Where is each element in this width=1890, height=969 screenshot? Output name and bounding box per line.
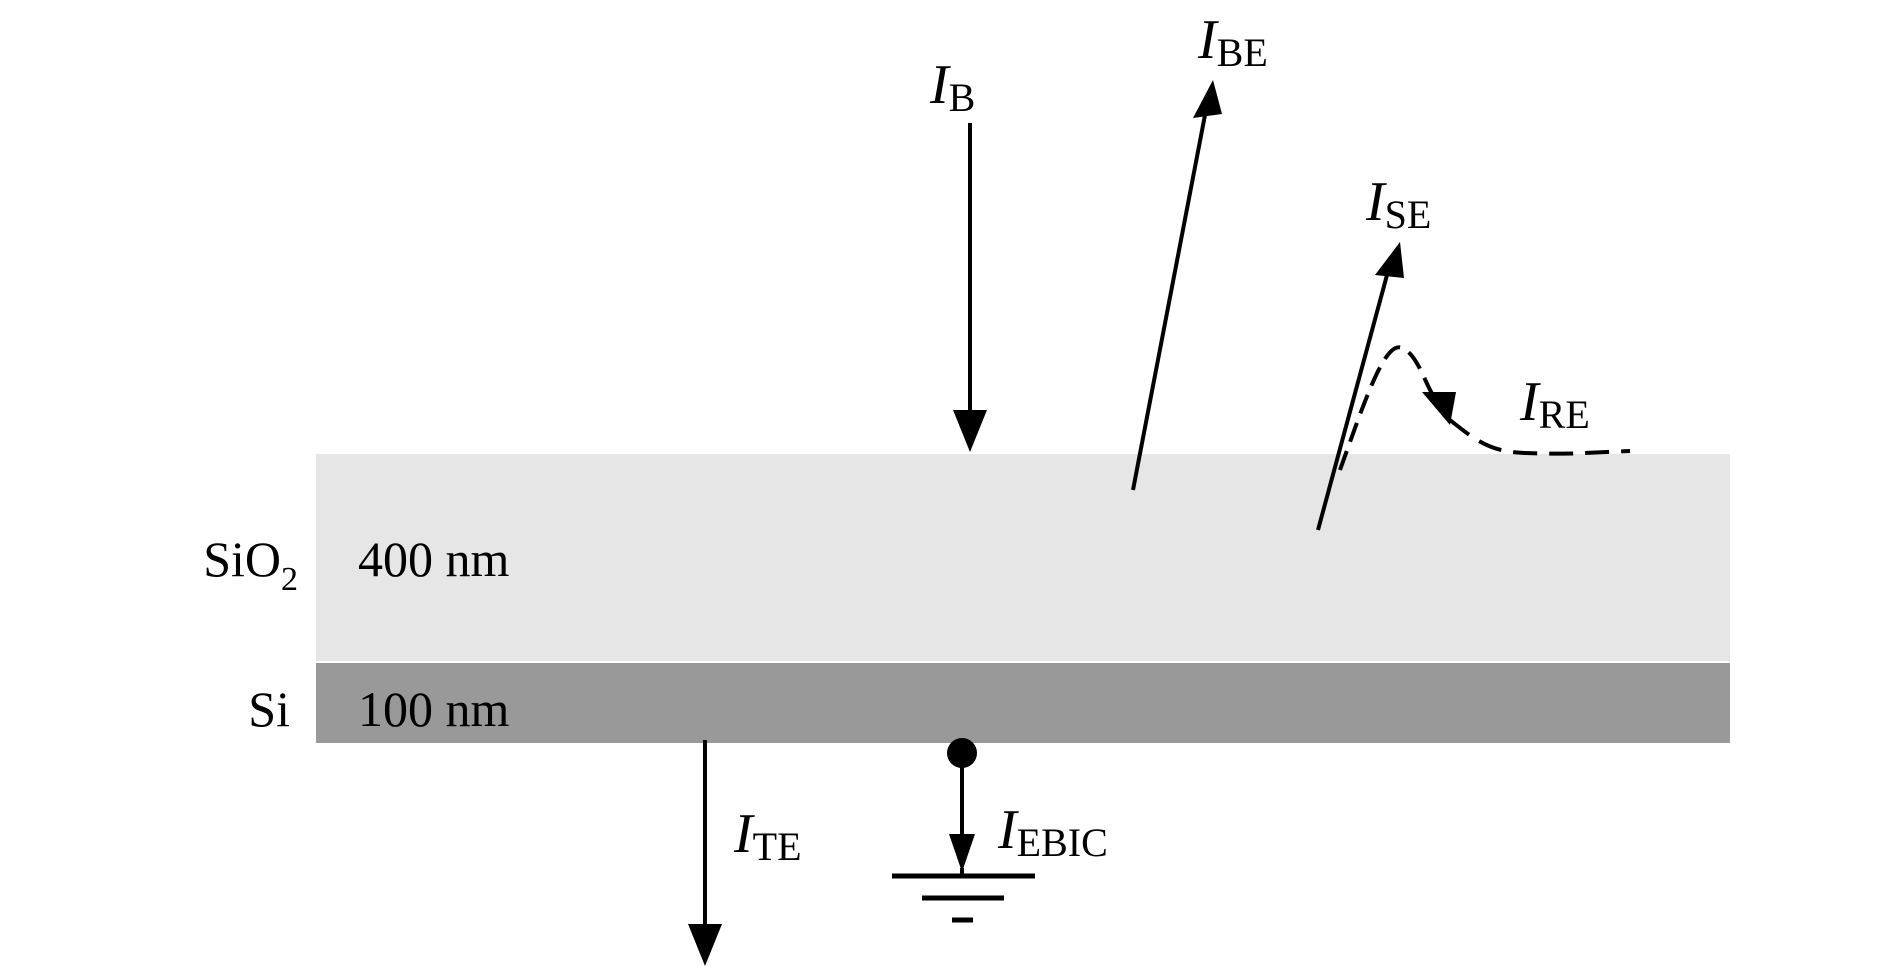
sio2-layer: [316, 454, 1730, 661]
si-material-label: Si: [248, 681, 290, 737]
backscattered-current-arrow: [1131, 80, 1222, 491]
sio2-material-label: SiO2: [203, 531, 298, 598]
ebic-current-label: IEBIC: [997, 799, 1108, 865]
ebic-current-arrow: [947, 738, 977, 876]
ground-symbol-icon: [892, 873, 1035, 923]
reemitted-current-label: IRE: [1519, 371, 1590, 437]
reemitted-current-path: [1338, 345, 1631, 471]
sio2-thickness-label: 400 nm: [358, 531, 510, 587]
contact-dot-icon: [947, 738, 977, 768]
secondary-current-arrow: [1316, 242, 1404, 531]
si-thickness-label: 100 nm: [358, 681, 510, 737]
backscattered-current-label: IBE: [1197, 9, 1268, 75]
transmitted-current-arrow: [688, 740, 722, 966]
secondary-current-label: ISE: [1365, 171, 1431, 237]
beam-current-label: IB: [929, 54, 975, 120]
beam-current-arrow: [953, 123, 987, 452]
transmitted-current-label: ITE: [733, 803, 802, 869]
si-layer: [316, 663, 1730, 743]
